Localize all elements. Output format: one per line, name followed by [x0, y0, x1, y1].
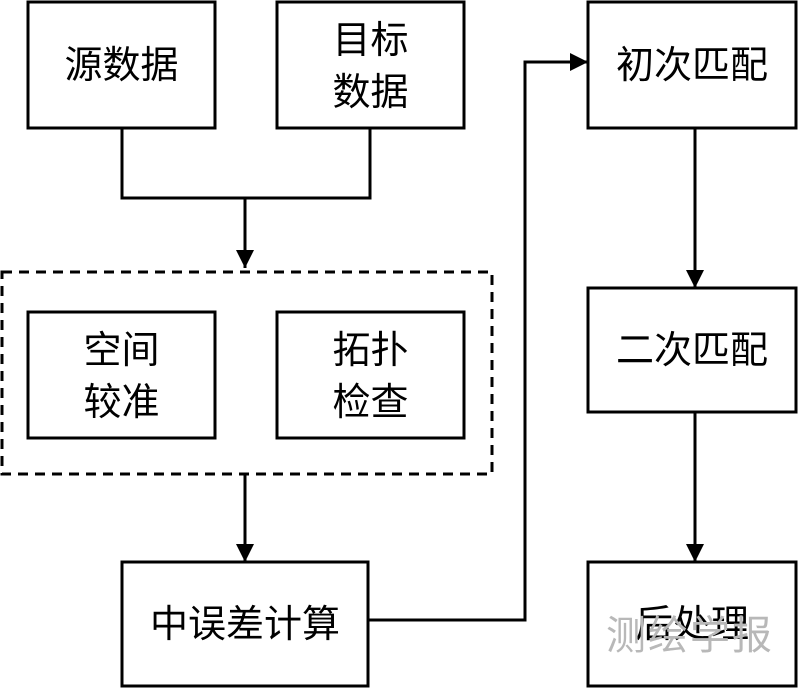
node-second-match: 二次匹配 [586, 286, 798, 414]
node-first-match: 初次匹配 [586, 0, 798, 130]
node-target-data: 目标 数据 [275, 0, 466, 130]
node-topology-check-label-line2: 检查 [332, 380, 408, 424]
node-spatial-check-label-line1: 空间 [83, 328, 159, 372]
node-topology-check: 拓扑 检查 [275, 310, 466, 440]
watermark: 测绘学报 [606, 613, 774, 659]
node-spatial-check: 空间 较准 [26, 310, 217, 440]
preprocess-check-group [0, 270, 494, 476]
node-target-data-label-line2: 数据 [332, 70, 408, 114]
node-post-process-label: 后处理 [635, 602, 749, 646]
node-target-data-label-line1: 目标 [332, 18, 408, 62]
node-error-calc-label: 中误差计算 [150, 602, 340, 646]
node-first-match-label: 初次匹配 [616, 43, 768, 87]
node-source-data-label: 源数据 [64, 43, 178, 87]
edge-source-to-merge [120, 128, 372, 200]
node-spatial-check-label-line2: 较准 [83, 380, 159, 424]
node-source-data: 源数据 [26, 0, 217, 130]
node-topology-check-label-line1: 拓扑 [332, 328, 408, 372]
node-second-match-label: 二次匹配 [616, 328, 768, 372]
node-post-process: 后处理 [586, 560, 798, 688]
node-error-calc: 中误差计算 [120, 560, 370, 688]
edge-error-calc-to-first-match [368, 53, 588, 622]
